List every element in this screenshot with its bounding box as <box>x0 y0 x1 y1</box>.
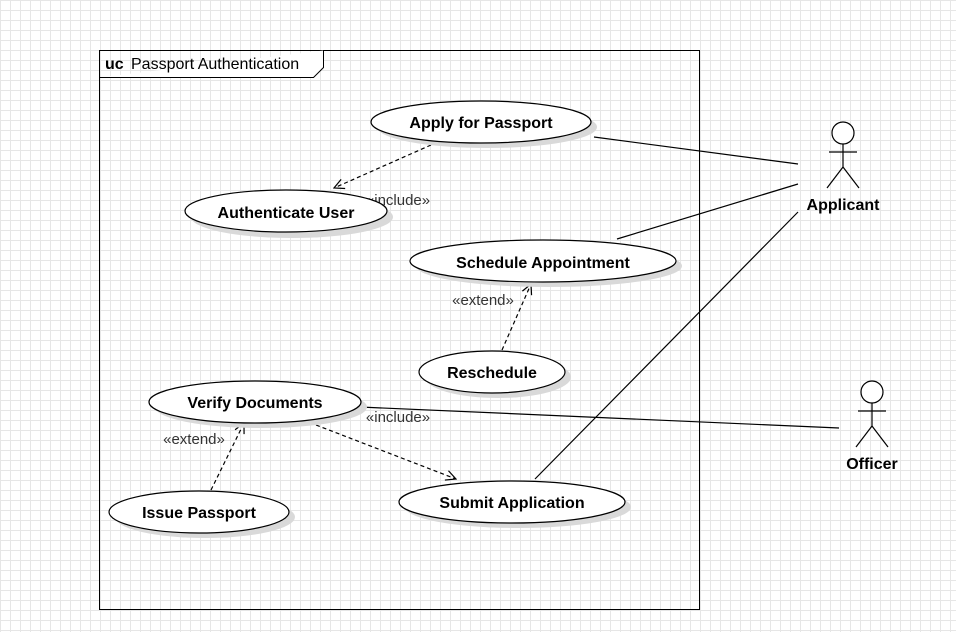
stereotype-include-submit: «include» <box>366 409 430 426</box>
use-case-reschedule-label: Reschedule <box>447 365 537 382</box>
use-case-schedule-label: Schedule Appointment <box>456 255 630 272</box>
use-case-authenticate-label: Authenticate User <box>218 205 355 222</box>
stick-figure-icon <box>855 380 889 448</box>
use-case-verify-label: Verify Documents <box>187 395 322 412</box>
use-case-reschedule[interactable]: Reschedule <box>418 350 571 398</box>
frame-title: Passport Authentication <box>131 56 299 73</box>
actor-officer[interactable]: Officer <box>846 380 898 473</box>
actor-officer-label: Officer <box>846 456 898 473</box>
stereotype-extend-reschedule: «extend» <box>452 292 514 309</box>
use-case-authenticate[interactable]: Authenticate User <box>184 189 393 238</box>
stick-figure-icon <box>826 121 860 189</box>
use-case-apply-label: Apply for Passport <box>409 115 553 132</box>
assoc-officer-verify[interactable] <box>359 406 840 429</box>
actor-applicant[interactable]: Applicant <box>807 121 881 214</box>
use-case-schedule[interactable]: Schedule Appointment <box>409 239 682 287</box>
extend-reschedule-schedule[interactable] <box>501 284 531 351</box>
dependencies <box>210 144 531 491</box>
include-verify-submit[interactable] <box>315 424 456 479</box>
use-case-issue-label: Issue Passport <box>142 505 257 522</box>
assoc-applicant-apply[interactable] <box>593 136 799 165</box>
use-case-submit-label: Submit Application <box>439 495 584 512</box>
frame-keyword: uc <box>105 56 124 73</box>
include-apply-authenticate[interactable] <box>334 144 432 188</box>
use-case-verify[interactable]: Verify Documents <box>148 380 367 428</box>
system-frame: uc Passport Authentication <box>99 50 700 610</box>
use-case-submit[interactable]: Submit Application <box>398 480 631 528</box>
assoc-applicant-submit[interactable] <box>534 211 799 480</box>
assoc-applicant-schedule[interactable] <box>616 183 799 240</box>
stereotype-extend-issue: «extend» <box>163 431 225 448</box>
actor-applicant-label: Applicant <box>807 197 881 214</box>
use-case-issue[interactable]: Issue Passport <box>108 490 295 538</box>
use-case-apply[interactable]: Apply for Passport <box>370 100 597 148</box>
associations <box>359 136 840 480</box>
extend-issue-verify[interactable] <box>210 423 244 491</box>
